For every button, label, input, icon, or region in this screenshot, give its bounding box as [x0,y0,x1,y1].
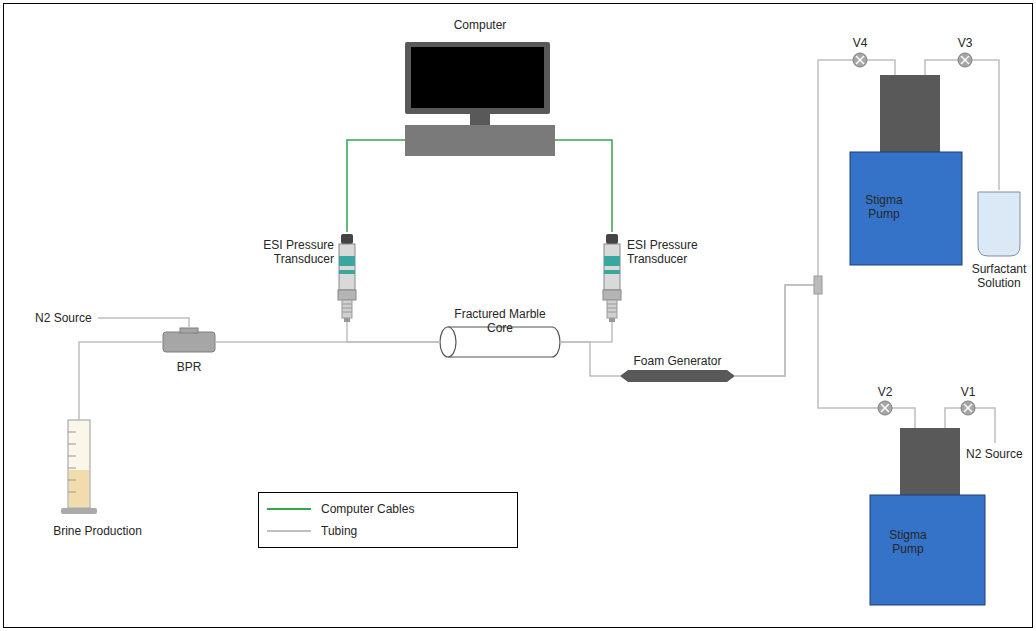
legend-row: Tubing [267,520,517,542]
legend-swatch [267,526,311,536]
valve-label: V3 [950,36,980,50]
cable-line [555,140,612,232]
valve-symbol [878,401,892,415]
graduated-cylinder [61,420,97,514]
pressure-transducer [338,234,356,322]
tee-fitting [814,276,822,294]
core-node: Fractured Marble Core [440,305,560,360]
tubing-line [215,341,440,343]
valve-symbol [961,401,975,415]
tubing-line [98,318,189,328]
tubing-line [79,342,163,420]
tubing-line [560,342,620,376]
tubing-line [347,322,440,342]
node-label: ESI Pressure Transducer [627,238,721,266]
node-label: Stigma Pump [858,193,910,221]
pump-node: Stigma Pump [850,75,962,265]
legend-swatch [267,504,311,514]
node-label: Stigma Pump [882,528,934,556]
node-label: BPR [163,360,215,374]
transducer-node: ESI Pressure Transducer [240,232,358,322]
valve-label: V2 [870,385,900,399]
bpr-node: BPR [163,332,215,382]
node-label: Fractured Marble Core [440,307,560,335]
node-label: Foam Generator [620,354,735,368]
legend-label: Computer Cables [321,502,414,516]
foam-generator-node: Foam Generator [620,354,735,384]
legend-row: Computer Cables [267,498,517,520]
solution-node: Surfactant Solution [968,190,1030,302]
source-label: N2 Source [35,311,97,325]
valve-label: V1 [953,385,983,399]
tubing-line [925,60,999,190]
pressure-transducer [603,234,621,322]
node-label: Surfactant Solution [968,262,1030,290]
legend-box: Computer CablesTubing [258,492,518,548]
frame [4,4,1033,628]
foam-generator-body [620,370,735,382]
computer-node: Computer [405,14,555,158]
node-label: Computer [405,18,555,32]
node-label: ESI Pressure Transducer [240,238,334,266]
pump-body [850,75,962,265]
valve-symbol [853,53,867,67]
bpr-body [163,328,215,352]
tubing-line [560,322,612,342]
legend-label: Tubing [321,524,357,538]
tubing-line [735,285,915,428]
solution-beaker [978,192,1020,256]
valve-symbol [958,53,972,67]
transducer-node: ESI Pressure Transducer [603,232,721,322]
source-label: N2 Source [966,447,1030,461]
cable-line [347,140,405,232]
valve-label: V4 [845,36,875,50]
node-label: Brine Production [45,524,150,538]
brine-node: Brine Production [45,420,150,545]
computer-monitor [405,42,555,156]
